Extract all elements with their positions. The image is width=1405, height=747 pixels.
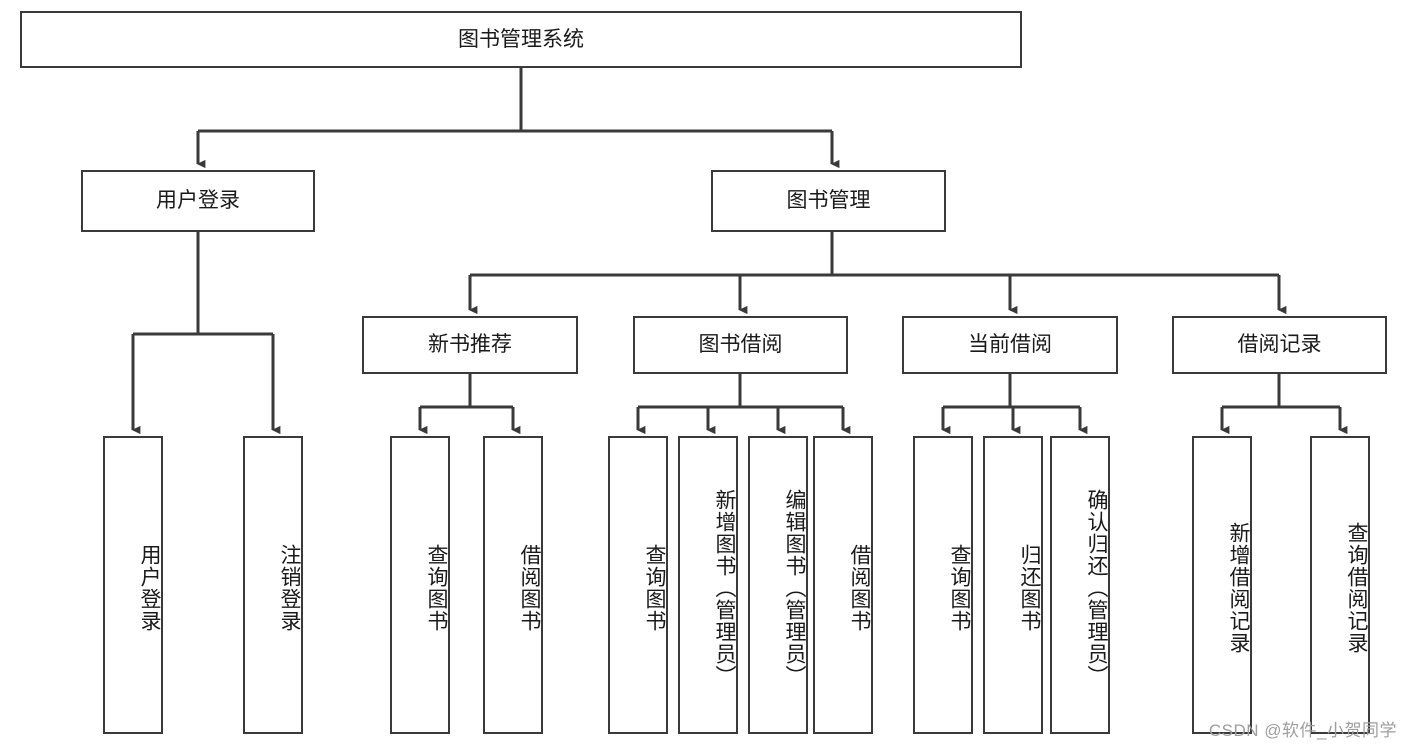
leaf-query-borrow-record-label: 查询借阅记录 (1345, 522, 1368, 654)
leaf-confirm-return-admin-label: 确认归还（管理员） (1085, 489, 1108, 687)
leaf-add-borrow-record-label: 新增借阅记录 (1227, 522, 1250, 654)
node-book-manage[interactable]: 图书管理 (711, 170, 946, 232)
leaf-user-login[interactable]: 用户登录 (103, 436, 163, 734)
leaf-borrow-book[interactable]: 借阅图书 (813, 436, 873, 734)
leaf-query-book-borrow-label: 查询图书 (643, 544, 666, 632)
node-borrow-record[interactable]: 借阅记录 (1172, 316, 1387, 374)
node-book-manage-label: 图书管理 (786, 189, 871, 213)
leaf-return-book-label: 归还图书 (1018, 544, 1041, 632)
node-root[interactable]: 图书管理系统 (20, 11, 1022, 68)
leaf-query-book-current[interactable]: 查询图书 (913, 436, 973, 734)
node-new-book-recommend[interactable]: 新书推荐 (362, 316, 578, 374)
leaf-borrow-book-recommend-label: 借阅图书 (518, 544, 541, 632)
leaf-edit-book-admin[interactable]: 编辑图书（管理员） (748, 436, 808, 734)
node-borrow-record-label: 借阅记录 (1237, 333, 1322, 357)
leaf-borrow-book-label: 借阅图书 (848, 544, 871, 632)
leaf-query-book-recommend[interactable]: 查询图书 (390, 436, 450, 734)
leaf-add-borrow-record[interactable]: 新增借阅记录 (1192, 436, 1252, 734)
node-root-label: 图书管理系统 (458, 27, 584, 51)
leaf-edit-book-admin-label: 编辑图书（管理员） (783, 489, 806, 687)
leaf-borrow-book-recommend[interactable]: 借阅图书 (483, 436, 543, 734)
node-user-login[interactable]: 用户登录 (81, 170, 315, 232)
node-new-book-recommend-label: 新书推荐 (428, 333, 512, 357)
leaf-query-borrow-record[interactable]: 查询借阅记录 (1310, 436, 1370, 734)
leaf-add-book-admin-label: 新增图书（管理员） (713, 489, 736, 687)
watermark: CSDN @软件_小贺同学 (1208, 721, 1397, 740)
leaf-return-book[interactable]: 归还图书 (983, 436, 1043, 734)
leaf-query-book-recommend-label: 查询图书 (425, 544, 448, 632)
leaf-add-book-admin[interactable]: 新增图书（管理员） (678, 436, 738, 734)
leaf-logout[interactable]: 注销登录 (243, 436, 303, 734)
node-book-borrow[interactable]: 图书借阅 (633, 316, 848, 374)
leaf-user-login-label: 用户登录 (138, 544, 161, 632)
node-current-borrow-label: 当前借阅 (968, 333, 1052, 357)
node-user-login-label: 用户登录 (156, 189, 240, 213)
leaf-confirm-return-admin[interactable]: 确认归还（管理员） (1050, 436, 1110, 734)
leaf-logout-label: 注销登录 (278, 544, 301, 632)
leaf-query-book-current-label: 查询图书 (948, 544, 971, 632)
node-book-borrow-label: 图书借阅 (698, 333, 783, 357)
leaf-query-book-borrow[interactable]: 查询图书 (608, 436, 668, 734)
node-current-borrow[interactable]: 当前借阅 (902, 316, 1118, 374)
